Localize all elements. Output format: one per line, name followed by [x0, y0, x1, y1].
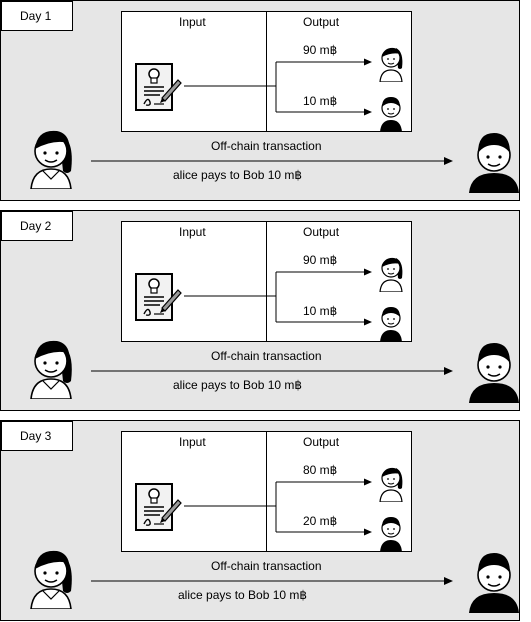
transaction-box: Input Output 80 m฿ 20 m฿: [121, 431, 412, 552]
payment-arrow: [91, 367, 453, 375]
day-label: Day 1: [1, 1, 73, 31]
output-connector: [184, 58, 372, 116]
day-panel-3: Day 3 Input Output 80 m฿ 20 m฿: [0, 420, 520, 621]
man-avatar-icon: [380, 517, 402, 552]
channel-label: Off-chain transaction: [211, 559, 322, 573]
output-connector: [184, 478, 372, 536]
payment-label: alice pays to Bob 10 m฿: [173, 378, 303, 392]
man-avatar-icon: [380, 97, 402, 132]
day-panel-1: Day 1 Input Output 90 m฿ 10 m฿: [0, 0, 520, 201]
bob-avatar-icon: [469, 553, 519, 613]
input-header: Input: [179, 225, 206, 239]
output-amount-alice: 90 m฿: [303, 43, 338, 57]
day-panel-2: Day 2 Input Output 90 m฿ 10 m฿: [0, 210, 520, 411]
channel-label: Off-chain transaction: [211, 349, 322, 363]
payment-label: alice pays to Bob 10 m฿: [178, 588, 308, 602]
output-connector: [184, 268, 372, 326]
output-amount-alice: 80 m฿: [303, 463, 338, 477]
column-divider: [266, 12, 267, 131]
output-amount-bob: 10 m฿: [303, 304, 338, 318]
woman-avatar-icon: [379, 47, 403, 82]
transaction-box: Input Output 90 m฿ 10 m฿: [121, 11, 412, 132]
input-header: Input: [179, 15, 206, 29]
woman-avatar-icon: [379, 257, 403, 292]
output-amount-bob: 20 m฿: [303, 514, 338, 528]
column-divider: [266, 222, 267, 341]
channel-label: Off-chain transaction: [211, 139, 322, 153]
output-amount-bob: 10 m฿: [303, 94, 338, 108]
signed-document-icon: [135, 63, 182, 111]
alice-avatar-icon: [30, 550, 72, 609]
alice-avatar-icon: [30, 130, 72, 189]
payment-arrow: [91, 157, 453, 165]
day-label: Day 3: [1, 421, 73, 451]
payment-label: alice pays to Bob 10 m฿: [173, 168, 303, 182]
output-header: Output: [303, 15, 340, 29]
signed-document-icon: [135, 483, 182, 531]
output-header: Output: [303, 225, 340, 239]
output-header: Output: [303, 435, 340, 449]
alice-avatar-icon: [30, 340, 72, 399]
day-label: Day 2: [1, 211, 73, 241]
woman-avatar-icon: [379, 467, 403, 502]
payment-arrow: [91, 577, 453, 585]
bob-avatar-icon: [469, 343, 519, 403]
bob-avatar-icon: [469, 133, 519, 193]
signed-document-icon: [135, 273, 182, 321]
transaction-box: Input Output 90 m฿ 10 m฿: [121, 221, 412, 342]
column-divider: [266, 432, 267, 551]
output-amount-alice: 90 m฿: [303, 253, 338, 267]
man-avatar-icon: [380, 307, 402, 342]
input-header: Input: [179, 435, 206, 449]
